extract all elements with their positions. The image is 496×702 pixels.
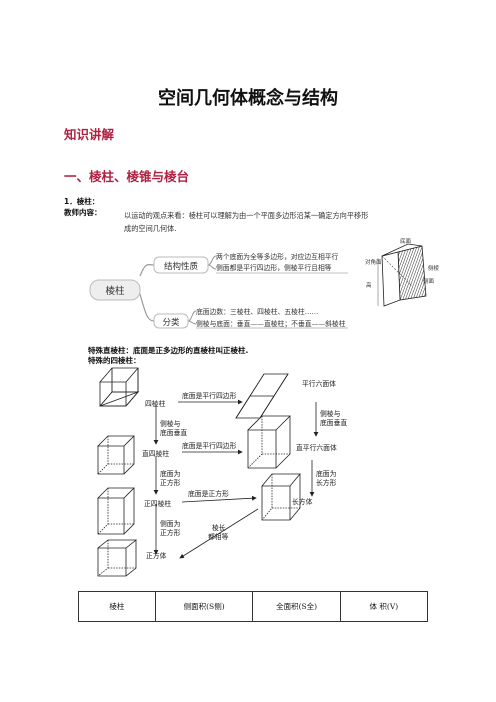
- teacher-content-label: 教师内容：: [64, 208, 102, 217]
- edge-square-faces-b: 正方形: [160, 528, 181, 537]
- prism-formula-table: 棱柱 侧面积(S侧) 全面积(S全) 体 积(V): [78, 591, 429, 622]
- edge-equal-edges-a: 棱长: [212, 523, 226, 532]
- intro-text: 以运动的观点来看：棱柱可以理解为由一个平面多边形沿某一确定方向平移形 成的空间几…: [124, 209, 424, 235]
- edge-lateral-perpendicular-1b: 底面垂直: [160, 428, 187, 437]
- edge-equal-edges-b: 都相等: [208, 532, 229, 541]
- intro-line-2: 成的空间几何体.: [124, 224, 177, 233]
- special-quadrangular-prism-heading: 特殊的四棱柱：: [88, 356, 141, 365]
- section-heading-knowledge: 知识讲解: [64, 127, 115, 142]
- page-title: 空间几何体概念与结构: [158, 88, 338, 109]
- prism-mindmap: 棱柱 结构性质 分类 两个底面为全等多边形，对应边互相平行 侧面都是平行四边形，…: [89, 252, 348, 329]
- edge-rectangle-base-b: 长方形: [316, 478, 337, 487]
- item-heading-prism: 1．棱柱：: [64, 197, 100, 206]
- prism-label-base: 底面: [400, 237, 412, 245]
- prism-label-lateral-face: 侧面: [423, 277, 435, 285]
- edge-lateral-perpendicular-2b: 底面垂直: [320, 418, 347, 427]
- intro-line-1: 以运动的观点来看：棱柱可以理解为由一个平面多边形沿某一确定方向平移形: [124, 211, 369, 220]
- table-cell-lateral-area: 侧面积(S侧): [154, 591, 254, 622]
- prism-label-lateral-edge: 侧棱: [428, 264, 440, 272]
- mindmap-branch-classification: [153, 313, 189, 329]
- edge-square-faces-a: 侧面为: [160, 519, 181, 528]
- special-right-prism-definition: 特殊直棱柱：底面是正多边形的直棱柱叫正棱柱.: [88, 346, 249, 355]
- node-cube: 正方体: [146, 551, 167, 560]
- mindmap-branch-classification-label: 分类: [162, 317, 180, 328]
- node-cuboid: 长方体: [292, 497, 313, 506]
- section-heading-prisms: 一、棱柱、棱锥与棱台: [64, 169, 190, 184]
- node-regular-quadrangular-prism: 正四棱柱: [144, 499, 171, 508]
- edge-parallelogram-base-2: 底面是平行四边形: [182, 441, 237, 450]
- edge-parallelogram-base-1: 底面是平行四边形: [182, 391, 237, 400]
- edge-square-base-1a: 底面为: [160, 469, 181, 478]
- node-quadrangular-prism: 四棱柱: [145, 399, 166, 408]
- table-row: 棱柱 侧面积(S侧) 全面积(S全) 体 积(V): [78, 591, 429, 622]
- edge-lateral-perpendicular-2a: 侧棱与: [320, 409, 341, 418]
- edge-square-base-1b: 正方形: [160, 478, 181, 487]
- edge-lateral-perpendicular-1a: 侧棱与: [160, 419, 181, 428]
- node-right-parallelepiped: 直平行六面体: [296, 443, 337, 452]
- mindmap-center-node: [89, 279, 141, 301]
- prism-label-diagonal-face: 对角面: [365, 258, 382, 266]
- classification-line-2: 侧棱与底面：垂直——直棱柱；不垂直——斜棱柱: [196, 319, 346, 328]
- node-parallelepiped: 平行六面体: [302, 379, 336, 388]
- structure-line-2: 侧面都是平行四边形，侧棱平行且相等: [216, 263, 332, 272]
- table-cell-prism: 棱柱: [78, 591, 156, 622]
- node-right-quadrangular-prism: 直四棱柱: [142, 449, 169, 458]
- structure-line-1: 两个底面为全等多边形，对应边互相平行: [216, 252, 339, 261]
- edge-rectangle-base-a: 底面为: [316, 469, 337, 478]
- quadrangular-prism-flow-diagram: 四棱柱 底面是平行四边形 平行六面体 侧棱与 底面垂直 侧棱与 底面垂直 直四棱…: [96, 367, 347, 577]
- mindmap-center-label: 棱柱: [105, 285, 125, 297]
- table-cell-total-area: 全面积(S全): [252, 591, 341, 622]
- oblique-prism-figure: 底面 对角面 侧棱 侧面 高: [365, 237, 440, 307]
- table-cell-volume: 体 积(V): [339, 591, 429, 622]
- edge-square-base-2: 底面是正方形: [188, 489, 229, 498]
- prism-label-height: 高: [366, 281, 372, 289]
- mindmap-branch-structure: [153, 256, 209, 274]
- classification-line-1: 底面边数：三棱柱、四棱柱、五棱柱……: [196, 307, 319, 316]
- mindmap-branch-structure-label: 结构性质: [164, 261, 199, 272]
